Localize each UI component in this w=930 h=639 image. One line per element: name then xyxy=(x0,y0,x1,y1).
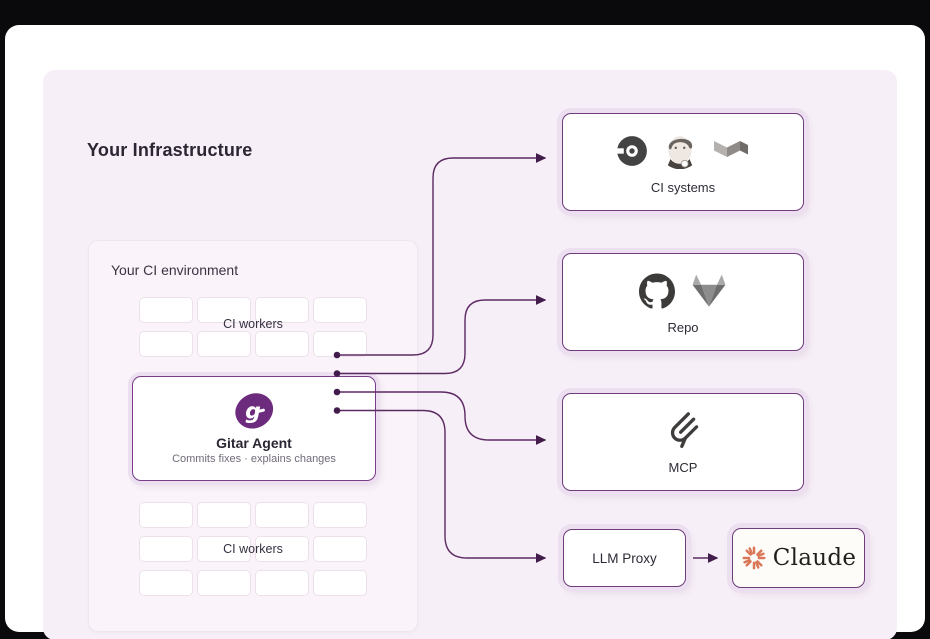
repo-box: Repo xyxy=(562,253,804,351)
gitlab-icon xyxy=(692,274,725,307)
page-title: Your Infrastructure xyxy=(87,140,253,160)
mcp-icon xyxy=(670,411,699,448)
ci-workers-label-top: CI workers xyxy=(223,317,283,331)
gitar-agent-name: Gitar Agent xyxy=(216,435,292,451)
ci-systems-label: CI systems xyxy=(650,179,716,195)
buildkite-icon xyxy=(714,140,748,157)
ci-worker-box xyxy=(139,502,193,528)
claude-wordmark: Claude xyxy=(772,545,857,571)
ci-worker-box xyxy=(255,502,309,528)
ci-worker-box xyxy=(197,297,251,323)
gitar-agent-subtitle: Commits fixes · explains changes xyxy=(172,453,336,465)
github-icon xyxy=(638,272,675,309)
llm-proxy-label: LLM Proxy xyxy=(592,550,657,566)
circleci-icon xyxy=(615,135,647,166)
ci-worker-box xyxy=(313,502,367,528)
ci-environment-title: Your CI environment xyxy=(111,262,239,278)
svg-text:g: g xyxy=(245,400,261,425)
ci-worker-box xyxy=(255,297,309,323)
gitar-agent-box: g Gitar Agent Commits fixes · explains c… xyxy=(132,376,376,481)
ci-workers-grid-top xyxy=(139,297,367,357)
ci-worker-box xyxy=(255,570,309,596)
repo-label: Repo xyxy=(667,319,699,335)
ci-systems-icon-row xyxy=(615,130,751,172)
ci-worker-box xyxy=(255,536,309,562)
llm-proxy-box: LLM Proxy xyxy=(563,529,686,587)
gitar-logo-icon: g xyxy=(235,393,274,429)
ci-worker-box xyxy=(197,502,251,528)
ci-worker-box xyxy=(139,536,193,562)
mcp-label: MCP xyxy=(668,459,698,475)
ci-worker-box xyxy=(139,297,193,323)
ci-worker-box xyxy=(313,570,367,596)
ci-worker-box xyxy=(139,331,193,357)
mcp-box: MCP xyxy=(562,393,804,491)
ci-workers-label-bottom: CI workers xyxy=(223,542,283,556)
ci-worker-box xyxy=(313,331,367,357)
jenkins-icon xyxy=(667,135,693,169)
ci-worker-box xyxy=(197,570,251,596)
repo-icon-row xyxy=(638,270,728,312)
page-background: Your Infrastructure Your CI environment … xyxy=(5,25,925,639)
mcp-icon-row xyxy=(663,410,703,452)
claude-starburst-icon xyxy=(742,546,766,570)
ci-worker-box xyxy=(197,536,251,562)
claude-box: Claude xyxy=(732,528,865,588)
ci-worker-box xyxy=(139,570,193,596)
ci-worker-box xyxy=(197,331,251,357)
ci-systems-box: CI systems xyxy=(562,113,804,211)
ci-environment-panel: Your CI environment CI workers g Gitar A… xyxy=(88,240,418,632)
ci-worker-box xyxy=(255,331,309,357)
